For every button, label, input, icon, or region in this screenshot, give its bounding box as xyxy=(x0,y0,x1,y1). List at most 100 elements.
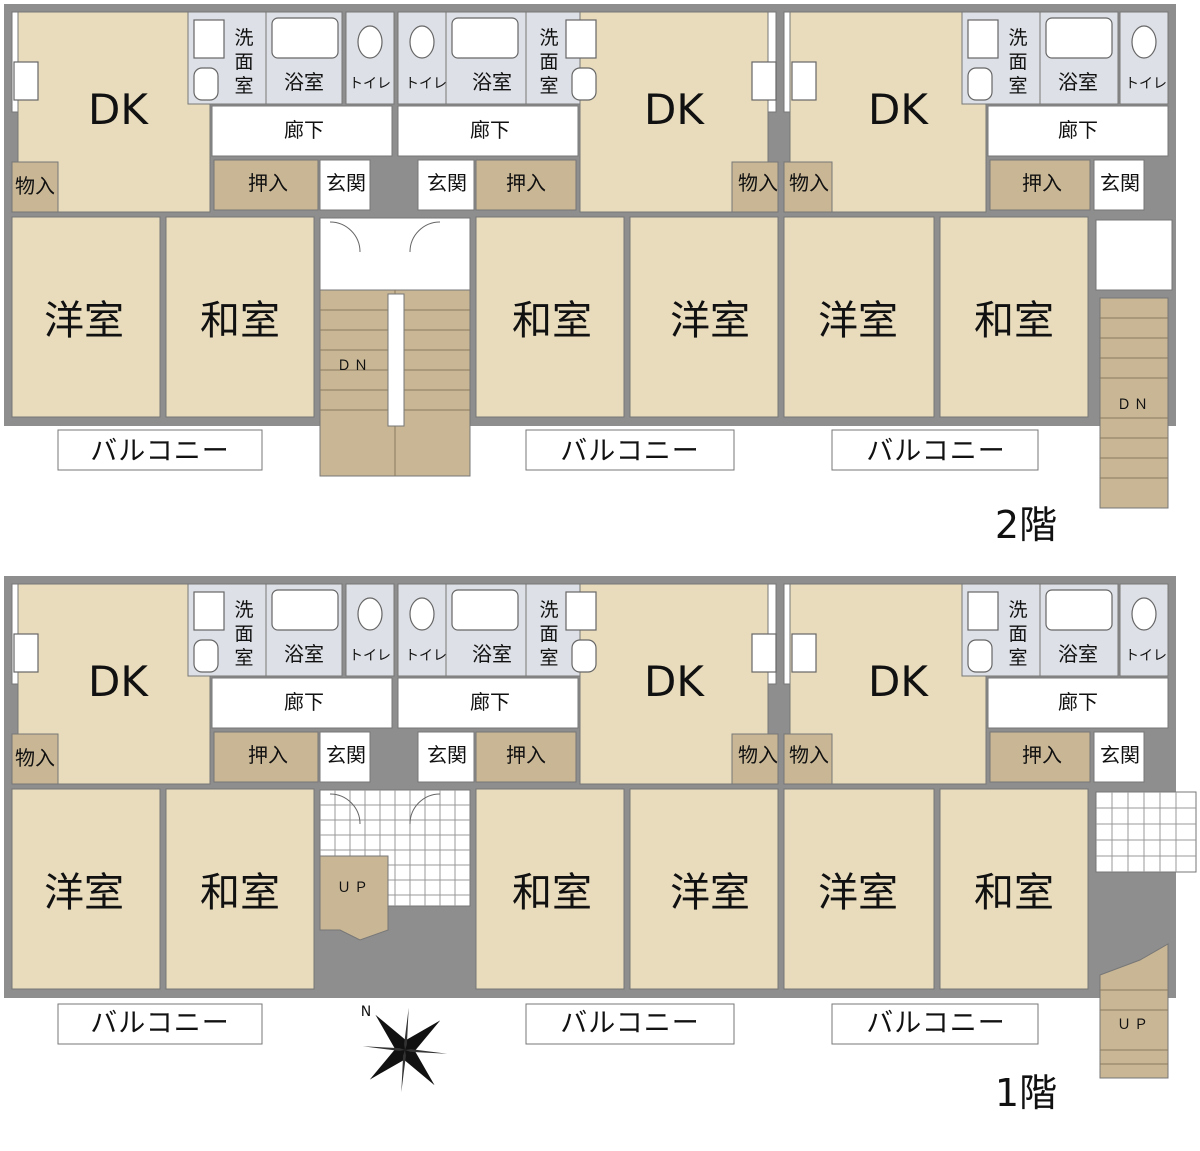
staircase xyxy=(319,855,389,941)
japanese-room-label: 和室 xyxy=(200,298,280,344)
dk-label: DK xyxy=(868,657,929,706)
washroom-label: 洗面室 xyxy=(234,599,253,669)
toilet-label: トイレ xyxy=(1125,76,1167,92)
japanese-room xyxy=(165,788,315,990)
western-room xyxy=(11,788,161,990)
compass-icon xyxy=(362,1007,448,1093)
japanese-room xyxy=(939,216,1089,418)
closet-mono xyxy=(783,161,833,213)
entrance xyxy=(319,159,371,211)
stair-direction-label: ＤＮ xyxy=(337,358,371,374)
japanese-room-label: 和室 xyxy=(512,870,592,916)
bathroom-label: 浴室 xyxy=(472,642,512,666)
washroom-label: 洗面室 xyxy=(1008,27,1027,97)
corridor xyxy=(987,677,1169,729)
balcony-label: バルコニー xyxy=(560,1008,699,1039)
western-room xyxy=(629,788,779,990)
japanese-room xyxy=(939,788,1089,990)
balcony-label: バルコニー xyxy=(560,436,699,467)
closet-label: 物入 xyxy=(15,746,55,770)
dk-label: DK xyxy=(868,85,929,134)
entrance xyxy=(1093,731,1145,783)
closet-label: 押入 xyxy=(1022,743,1062,767)
japanese-room xyxy=(165,216,315,418)
closet-mono xyxy=(731,161,779,213)
balcony-label: バルコニー xyxy=(866,1008,1005,1039)
closet-label: 押入 xyxy=(1022,171,1062,195)
washroom-label: 洗面室 xyxy=(234,27,253,97)
dk-label: DK xyxy=(644,85,705,134)
bathroom-label: 浴室 xyxy=(1058,70,1098,94)
stair-direction-label: ＤＮ xyxy=(1117,397,1151,413)
corridor-label: 廊下 xyxy=(470,690,510,714)
corridor xyxy=(211,677,393,729)
japanese-room-label: 和室 xyxy=(974,298,1054,344)
balcony-label: バルコニー xyxy=(90,1008,229,1039)
closet-label: 物入 xyxy=(738,171,778,195)
closet-oshi xyxy=(989,731,1091,783)
corridor xyxy=(397,677,579,729)
washroom-label: 洗面室 xyxy=(539,599,558,669)
balcony-label: バルコニー xyxy=(90,436,229,467)
closet-label: 物入 xyxy=(738,743,778,767)
entrance-label: 玄関 xyxy=(1100,171,1140,195)
entrance-label: 玄関 xyxy=(326,743,366,767)
japanese-room-label: 和室 xyxy=(512,298,592,344)
entrance xyxy=(1093,159,1145,211)
balcony xyxy=(57,429,263,471)
dk-label: DK xyxy=(88,657,149,706)
entrance xyxy=(417,159,475,211)
balcony xyxy=(831,1003,1039,1045)
western-room-label: 洋室 xyxy=(670,298,750,344)
corridor-label: 廊下 xyxy=(470,118,510,142)
entrance-label: 玄関 xyxy=(1100,743,1140,767)
corridor-label: 廊下 xyxy=(1058,690,1098,714)
balcony xyxy=(525,429,735,471)
entrance-label: 玄関 xyxy=(427,743,467,767)
closet-mono xyxy=(11,733,59,785)
bathroom-label: 浴室 xyxy=(284,642,324,666)
floor-number-label: 1階 xyxy=(995,1071,1057,1115)
closet-oshi xyxy=(475,731,577,783)
closet-mono xyxy=(11,161,59,213)
japanese-room-label: 和室 xyxy=(200,870,280,916)
corridor xyxy=(211,105,393,157)
closet-mono xyxy=(731,733,779,785)
balcony-label: バルコニー xyxy=(866,436,1005,467)
japanese-room xyxy=(475,216,625,418)
closet-oshi xyxy=(213,159,319,211)
entrance-label: 玄関 xyxy=(326,171,366,195)
western-room-label: 洋室 xyxy=(44,298,124,344)
corridor-label: 廊下 xyxy=(1058,118,1098,142)
toilet-label: トイレ xyxy=(349,76,391,92)
dk-label: DK xyxy=(644,657,705,706)
closet-label: 物入 xyxy=(789,171,829,195)
japanese-room xyxy=(475,788,625,990)
closet-label: 押入 xyxy=(506,743,546,767)
outside-staircase xyxy=(1099,297,1169,509)
western-room-label: 洋室 xyxy=(818,298,898,344)
western-room xyxy=(783,216,935,418)
dk-label: DK xyxy=(88,85,149,134)
stair-direction-label: ＵＰ xyxy=(337,880,371,896)
balcony xyxy=(57,1003,263,1045)
japanese-room-label: 和室 xyxy=(974,870,1054,916)
western-room-label: 洋室 xyxy=(44,870,124,916)
entrance-label: 玄関 xyxy=(427,171,467,195)
balcony xyxy=(831,429,1039,471)
entrance xyxy=(417,731,475,783)
floor-2 xyxy=(4,4,1176,509)
closet-label: 物入 xyxy=(15,174,55,198)
western-room xyxy=(11,216,161,418)
washroom-label: 洗面室 xyxy=(1008,599,1027,669)
closet-label: 押入 xyxy=(506,171,546,195)
corridor-label: 廊下 xyxy=(284,118,324,142)
closet-label: 物入 xyxy=(789,743,829,767)
western-room xyxy=(629,216,779,418)
entrance xyxy=(319,731,371,783)
corridor xyxy=(987,105,1169,157)
stair-direction-label: ＵＰ xyxy=(1117,1017,1151,1033)
corridor xyxy=(397,105,579,157)
